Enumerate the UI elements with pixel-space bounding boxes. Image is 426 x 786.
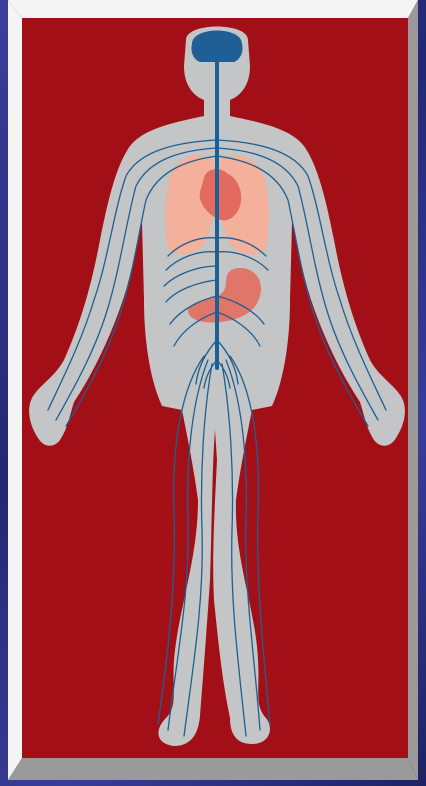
anatomy-illustration <box>8 0 418 780</box>
brain <box>191 31 242 63</box>
frame-bevel-bottom <box>8 758 418 780</box>
frame-bevel-top <box>8 0 418 18</box>
frame-bevel-left <box>8 0 22 780</box>
picture-frame <box>8 0 418 780</box>
frame-bevel-right <box>408 0 418 780</box>
